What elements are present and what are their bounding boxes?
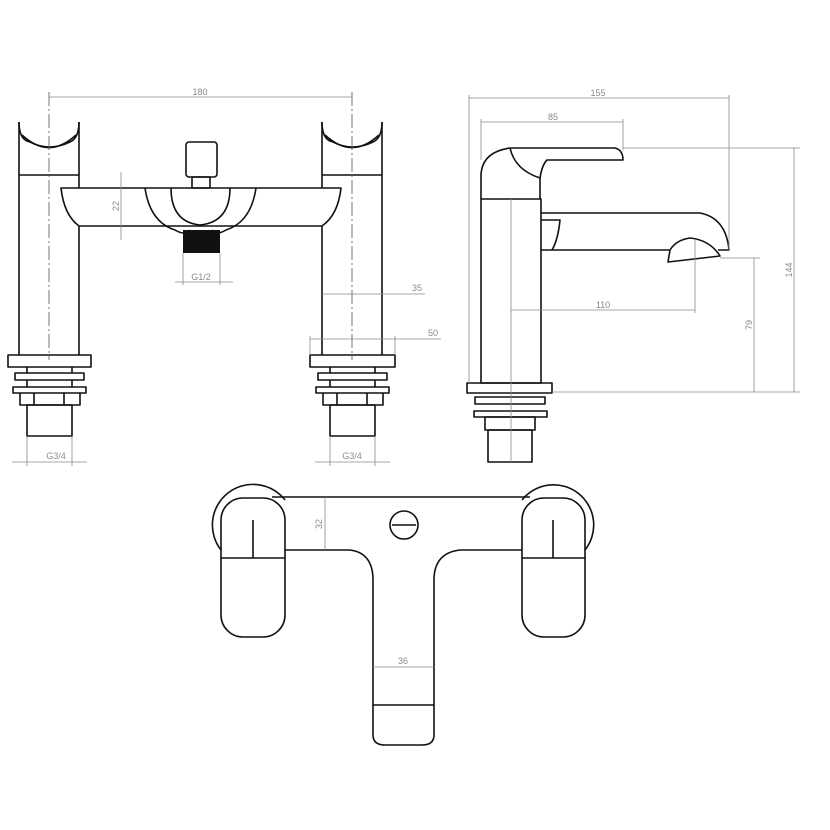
dim-144: 144 — [784, 262, 794, 277]
dim-36: 36 — [398, 656, 408, 666]
dim-g34-right: G3/4 — [342, 451, 362, 461]
right-tap — [309, 121, 396, 437]
dim-85: 85 — [548, 112, 558, 122]
front-view: 180 22 G1/2 35 50 G3/4 G3/4 — [7, 87, 441, 466]
dim-155: 155 — [590, 88, 605, 98]
left-tap — [7, 121, 92, 437]
dim-79: 79 — [744, 320, 754, 330]
top-view: 32 36 — [211, 483, 595, 746]
dim-22: 22 — [111, 201, 121, 211]
side-dimensions: 155 85 110 79 144 — [468, 88, 800, 393]
front-dimensions: 180 22 G1/2 35 50 G3/4 G3/4 — [12, 87, 441, 466]
side-view: 155 85 110 79 144 — [466, 88, 800, 463]
dim-35: 35 — [412, 283, 422, 293]
bridge-spout — [60, 141, 342, 253]
dim-g12: G1/2 — [191, 272, 211, 282]
dim-50: 50 — [428, 328, 438, 338]
threaded-outlet — [183, 230, 220, 253]
dim-32: 32 — [314, 519, 324, 529]
dim-180: 180 — [192, 87, 207, 97]
dim-110: 110 — [596, 300, 610, 310]
dim-g34-left: G3/4 — [46, 451, 66, 461]
